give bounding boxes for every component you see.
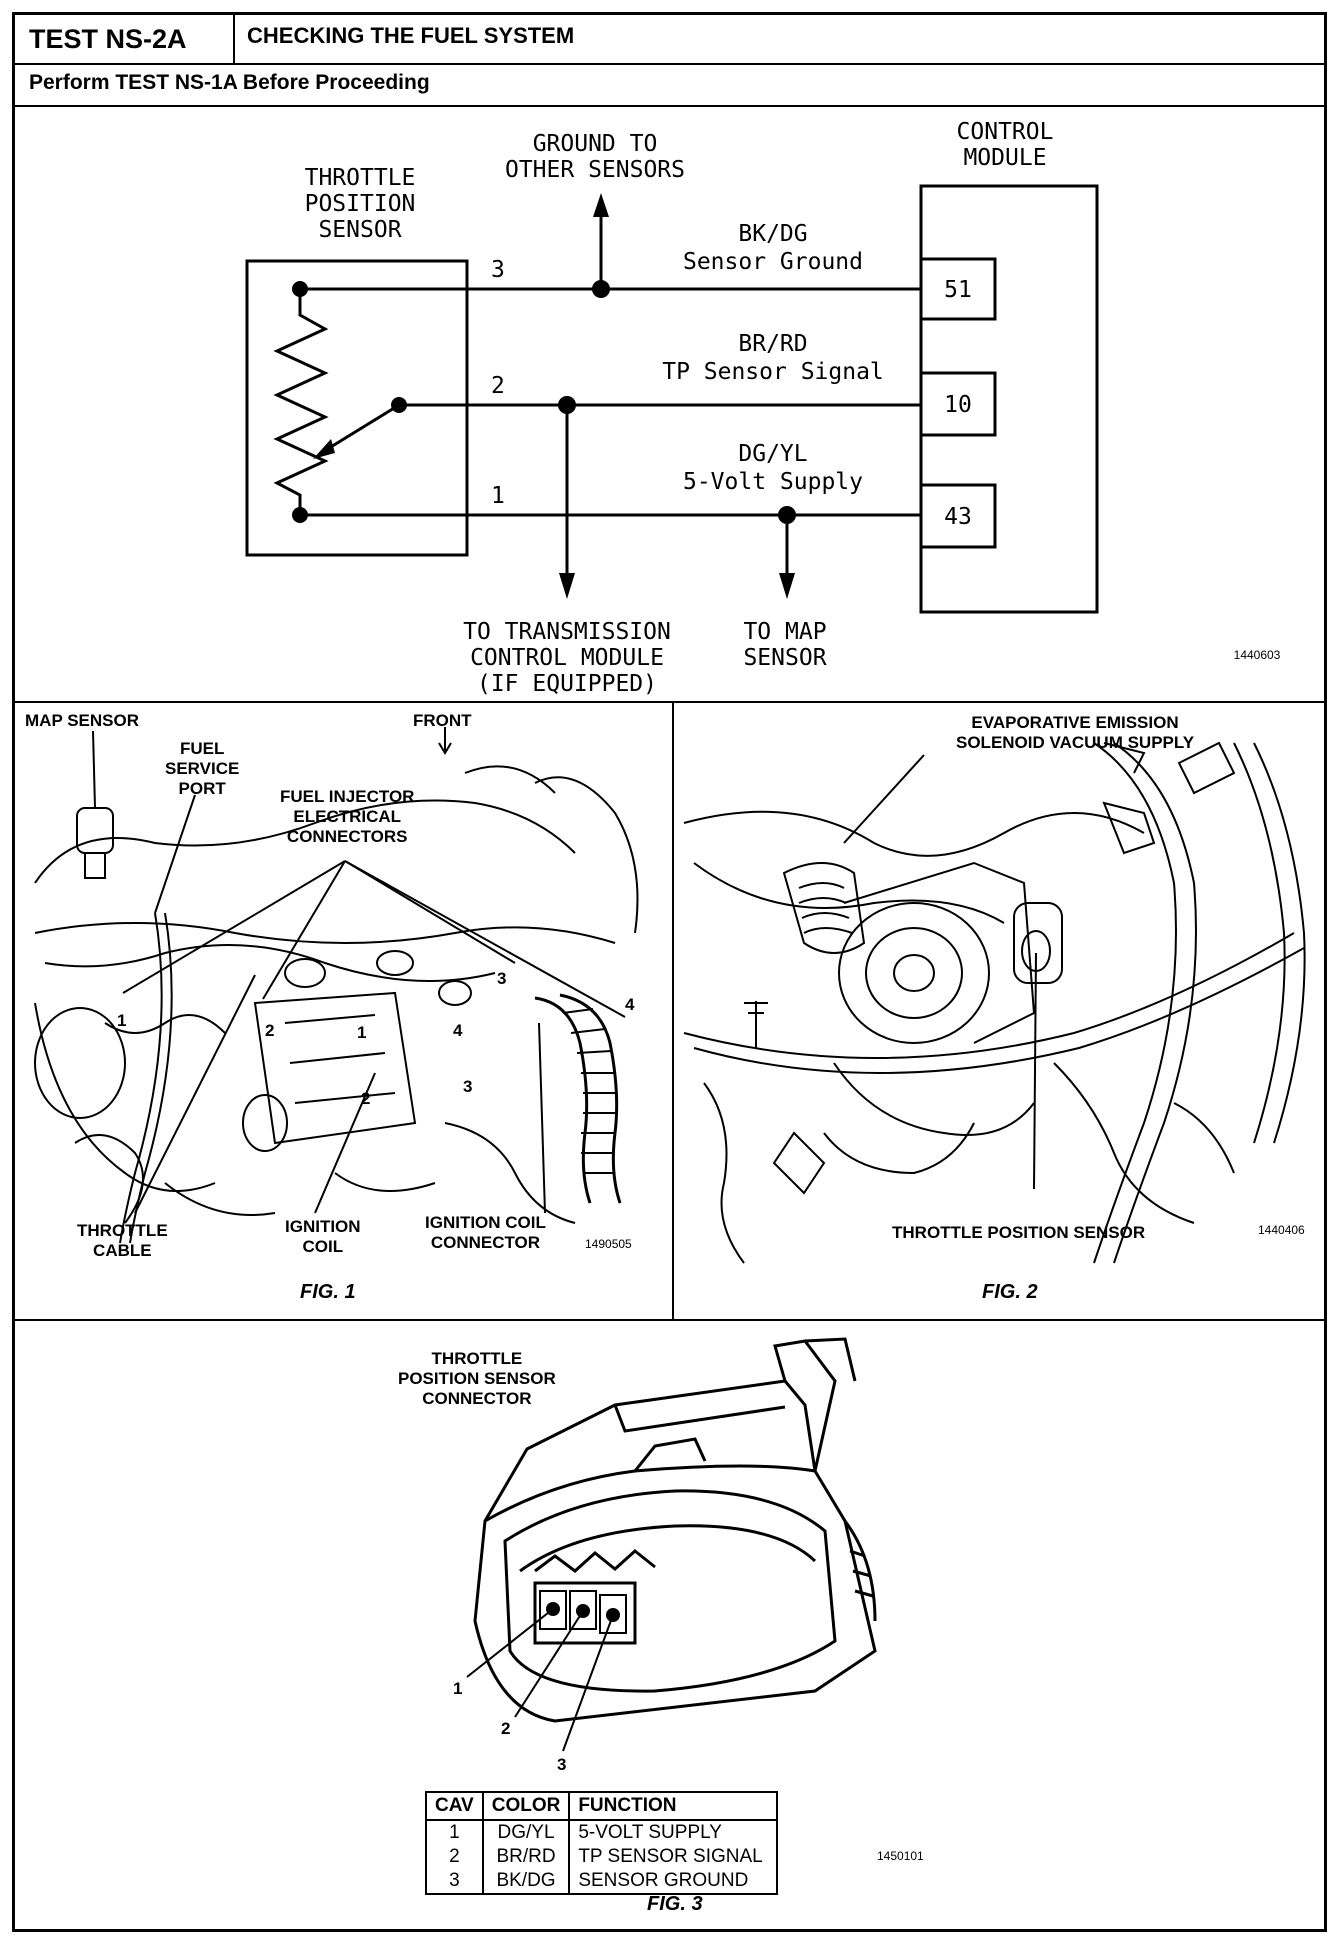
- tcm-label-2: CONTROL MODULE: [470, 645, 664, 671]
- pin-2-number: 2: [491, 373, 505, 399]
- pin-1-number: 1: [491, 483, 505, 509]
- engine-illustration: [34, 727, 639, 1244]
- ground-label-2: OTHER SENSORS: [505, 157, 685, 183]
- tps-label-1: THROTTLE: [305, 165, 416, 191]
- map-sensor-label: MAP SENSOR: [25, 711, 139, 730]
- fig1-panel: MAP SENSOR FRONT FUEL SERVICE PORT FUEL …: [15, 703, 674, 1321]
- wire3-color: BK/DG: [738, 221, 807, 247]
- fuel-service-port-label: FUEL SERVICE PORT: [165, 739, 240, 798]
- ignition-coil-label: IGNITION COIL: [285, 1217, 361, 1256]
- fig3-code: 1450101: [877, 1849, 924, 1863]
- tps-label-2: POSITION: [305, 191, 416, 217]
- tps-label-3: SENSOR: [318, 217, 401, 243]
- fig1-caption: FIG. 1: [300, 1281, 356, 1303]
- fig2-code: 1440406: [1258, 1223, 1305, 1237]
- cavity-43: 43: [944, 504, 972, 530]
- connector-label: THROTTLE POSITION SENSOR CONNECTOR: [398, 1349, 556, 1408]
- evap-label: EVAPORATIVE EMISSION SOLENOID VACUUM SUP…: [956, 713, 1195, 752]
- front-label: FRONT: [413, 711, 472, 730]
- fig2-caption: FIG. 2: [982, 1281, 1038, 1303]
- tps-wiper-arrow: [313, 439, 335, 459]
- wire2-color: BR/RD: [738, 331, 807, 357]
- tcm-arrow: [559, 573, 575, 599]
- table-header-row: CAV COLOR FUNCTION: [425, 1791, 779, 1821]
- tps-fig2-label: THROTTLE POSITION SENSOR: [892, 1223, 1146, 1242]
- fig1-code: 1490505: [585, 1237, 632, 1251]
- page-frame: TEST NS-2A CHECKING THE FUEL SYSTEM Perf…: [12, 12, 1327, 1932]
- wire2-function: TP Sensor Signal: [662, 359, 884, 385]
- num-1a: 1: [117, 1011, 127, 1030]
- num-4b: 4: [453, 1021, 463, 1040]
- tps-wiper: [320, 403, 400, 455]
- header-row: TEST NS-2A CHECKING THE FUEL SYSTEM: [15, 15, 1324, 65]
- cavity-51-box: [919, 257, 997, 321]
- map-label-1: TO MAP: [743, 619, 826, 645]
- tcm-label-3: (IF EQUIPPED): [477, 671, 657, 697]
- ground-label-1: GROUND TO: [533, 131, 658, 157]
- table-row: 3 BK/DG SENSOR GROUND: [425, 1869, 779, 1895]
- cavity-table: CAV COLOR FUNCTION 1 DG/YL 5-VOLT SUPPLY…: [425, 1791, 779, 1895]
- wiring-schematic: THROTTLE POSITION SENSOR GROUND TO OTHER…: [245, 119, 1281, 697]
- module-label-1: CONTROL: [957, 119, 1054, 145]
- tcm-label-1: TO TRANSMISSION: [463, 619, 671, 645]
- col-color: COLOR: [481, 1791, 571, 1821]
- pin-3-label: 3: [557, 1755, 567, 1774]
- table-row: 1 DG/YL 5-VOLT SUPPLY: [425, 1820, 779, 1845]
- cavity-51: 51: [944, 277, 972, 303]
- cavity-43-box: [919, 483, 997, 549]
- num-2a: 2: [265, 1021, 275, 1040]
- connector-illustration: [466, 1337, 877, 1752]
- cavity-10-box: [919, 371, 997, 437]
- test-id: TEST NS-2A: [15, 15, 235, 63]
- table-row: 2 BR/RD TP SENSOR SIGNAL: [425, 1845, 779, 1869]
- fig3-caption: FIG. 3: [647, 1893, 703, 1915]
- ground-arrow: [593, 193, 609, 217]
- cavity-10: 10: [944, 392, 972, 418]
- wire3-function: Sensor Ground: [683, 249, 863, 275]
- map-arrow: [779, 573, 795, 599]
- pin-1-label: 1: [453, 1679, 463, 1698]
- num-3b: 3: [463, 1077, 473, 1096]
- tps-box: [245, 259, 469, 557]
- map-label-2: SENSOR: [743, 645, 826, 671]
- throttle-cable-label: THROTTLE CABLE: [77, 1221, 168, 1260]
- col-function: FUNCTION: [568, 1791, 779, 1821]
- fuel-injector-label: FUEL INJECTOR ELECTRICAL CONNECTORS: [280, 787, 415, 846]
- tps-resistor: [273, 289, 329, 515]
- test-title: CHECKING THE FUEL SYSTEM: [247, 23, 575, 48]
- pin-2-label: 2: [501, 1719, 511, 1738]
- schematic-panel: THROTTLE POSITION SENSOR GROUND TO OTHER…: [15, 107, 1324, 703]
- num-2b: 2: [361, 1089, 371, 1108]
- module-label-2: MODULE: [963, 145, 1046, 171]
- ignition-coil-connector-label: IGNITION COIL CONNECTOR: [425, 1213, 546, 1252]
- fig3-panel: THROTTLE POSITION SENSOR CONNECTOR 1 2 3…: [15, 1321, 1324, 1929]
- schematic-code: 1440603: [1234, 648, 1281, 662]
- wire1-color: DG/YL: [738, 441, 807, 467]
- num-3a: 3: [497, 969, 507, 988]
- throttle-body-illustration: [683, 741, 1306, 1264]
- fig2-panel: EVAPORATIVE EMISSION SOLENOID VACUUM SUP…: [674, 703, 1324, 1321]
- prerequisite-note: Perform TEST NS-1A Before Proceeding: [15, 63, 1324, 107]
- pin-3-number: 3: [491, 257, 505, 283]
- col-cav: CAV: [425, 1791, 484, 1821]
- num-1b: 1: [357, 1023, 367, 1042]
- num-4a: 4: [625, 995, 635, 1014]
- wire1-function: 5-Volt Supply: [683, 469, 863, 495]
